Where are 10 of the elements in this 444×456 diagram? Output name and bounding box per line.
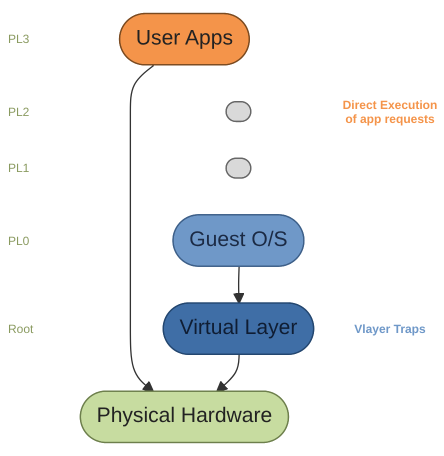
privilege-level-label: PL3 bbox=[8, 32, 30, 46]
privilege-level-label: PL1 bbox=[8, 161, 30, 176]
privilege-level-label: PL2 bbox=[8, 104, 30, 119]
privilege-level-label: Root bbox=[8, 322, 34, 336]
privilege-level-label: PL0 bbox=[8, 234, 30, 248]
arrow bbox=[232, 266, 245, 304]
annotation-text: Direct Execution of app requests bbox=[342, 98, 438, 126]
annotation-text: Vlayer Traps bbox=[353, 322, 427, 336]
arrow bbox=[130, 64, 154, 392]
arrow bbox=[216, 354, 240, 392]
